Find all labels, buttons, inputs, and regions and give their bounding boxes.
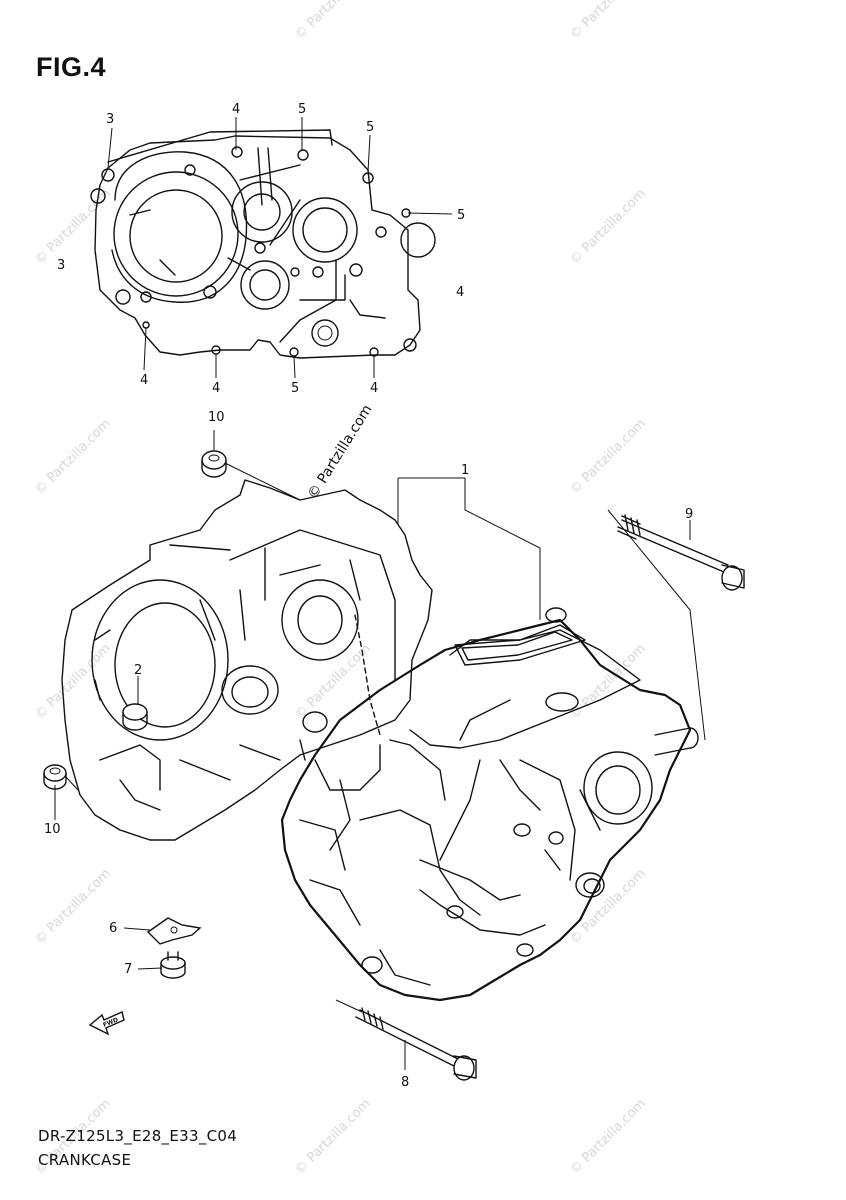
watermark: © Partzilla.com (32, 641, 114, 723)
right-half-bearing-small-inner (583, 878, 601, 894)
callout-5: 5 (298, 102, 306, 117)
right-half-oil-hole (545, 692, 579, 712)
callout-numbers: 3 4 5 5 5 3 4 4 4 5 4 10 1 9 2 10 6 7 8 (44, 102, 693, 1090)
left-half-cylinder-bore (91, 579, 229, 741)
right-half-bearing-inner (595, 765, 641, 815)
right-half-boss (516, 943, 534, 957)
right-half-boss (548, 831, 564, 845)
right-half-ribs (299, 699, 601, 986)
right-half-boss (446, 905, 464, 919)
left-half-bearing-b-inner (297, 595, 343, 645)
callout-7: 7 (124, 962, 132, 977)
case-division-line (354, 614, 381, 736)
diagram-code: DR-Z125L3_E28_E33_C04 (38, 1127, 238, 1145)
watermark: © Partzilla.com (32, 186, 114, 268)
main-leader-lines (54, 430, 706, 1070)
callout-4: 4 (370, 381, 378, 396)
left-half-boss (302, 711, 328, 733)
right-half-shaft (654, 727, 699, 756)
figure-title: FIG.4 (36, 52, 107, 82)
drain-plug (160, 951, 186, 979)
callout-4: 4 (232, 102, 240, 117)
dowel-pin (122, 703, 148, 731)
callout-4: 4 (456, 285, 464, 300)
clip-plate (146, 917, 202, 945)
inset-middle-bearing (231, 181, 293, 243)
main-crankcase-assembly (43, 430, 745, 1081)
diagram-name: CRANKCASE (38, 1151, 132, 1169)
watermark: © Partzilla.com (567, 1096, 649, 1178)
left-half-bearing-inner (231, 676, 269, 708)
right-crankcase-half (280, 618, 692, 1002)
watermark: © Partzilla.com (567, 866, 649, 948)
watermark: © Partzilla.com (292, 1096, 374, 1178)
callout-4: 4 (140, 373, 148, 388)
inset-crank-bearing-inner (129, 189, 223, 283)
inset-far-right-boss (400, 222, 436, 258)
watermark: © Partzilla.com (292, 0, 374, 43)
callout-6: 6 (109, 921, 117, 936)
forward-arrow: FWD (88, 1011, 125, 1036)
watermark-layer: © Partzilla.com © Partzilla.com © Partzi… (32, 0, 649, 1178)
watermark: © Partzilla.com (32, 866, 114, 948)
watermark: © Partzilla.com (292, 641, 374, 723)
inset-left-rim (111, 151, 248, 303)
callout-3: 3 (57, 258, 65, 273)
inset-bottom-boss-inner (317, 325, 333, 341)
right-half-boss (361, 956, 383, 974)
left-half-bearing-b (281, 579, 359, 661)
inset-lower-bearing-inner (249, 269, 281, 301)
right-half-bearing (583, 751, 653, 825)
watermark: © Partzilla.com (32, 416, 114, 498)
bolt-long (617, 514, 745, 591)
watermark: © Partzilla.com (567, 416, 649, 498)
callout-5: 5 (457, 208, 465, 223)
callout-3: 3 (106, 112, 114, 127)
watermark: © Partzilla.com (567, 186, 649, 268)
fwd-label: FWD (102, 1016, 119, 1028)
inset-lower-bearing-outer (240, 260, 290, 310)
washer-left (43, 764, 67, 790)
right-half-bearing-small (575, 872, 605, 898)
callout-10: 10 (208, 410, 225, 425)
inset-rib (129, 147, 386, 343)
left-half-cylinder-bore-inner (114, 602, 216, 728)
gasket-window-inner (461, 631, 573, 661)
watermark: © Partzilla.com (567, 0, 649, 43)
washer-top (201, 450, 227, 478)
gasket-window (454, 624, 586, 666)
left-crankcase-half (61, 479, 433, 841)
center-watermark: © Partzilla.com (305, 402, 376, 502)
callout-4: 4 (212, 381, 220, 396)
callout-8: 8 (401, 1075, 409, 1090)
left-half-bearing (221, 665, 279, 715)
right-half-top-boss (545, 607, 567, 623)
bolt-bottom (355, 1007, 477, 1081)
inset-crankcase-face (90, 117, 453, 379)
inset-middle-bearing-inner (243, 193, 281, 231)
callout-10: 10 (44, 822, 61, 837)
callout-9: 9 (685, 507, 693, 522)
inset-right-bearing-outer (292, 197, 358, 263)
inset-right-bearing-inner (302, 207, 348, 253)
inset-bottom-boss (311, 319, 339, 347)
callout-1: 1 (461, 463, 469, 478)
callout-5: 5 (291, 381, 299, 396)
left-half-ribs (94, 529, 396, 811)
inset-bolt-holes (90, 146, 417, 357)
callout-5: 5 (366, 120, 374, 135)
inset-leader-lines (107, 117, 453, 379)
inset-crank-bearing-outer (113, 171, 239, 297)
right-half-boss (513, 823, 531, 837)
inset-top-edge (107, 129, 333, 163)
callout-2: 2 (134, 663, 142, 678)
inset-outline (94, 135, 421, 359)
